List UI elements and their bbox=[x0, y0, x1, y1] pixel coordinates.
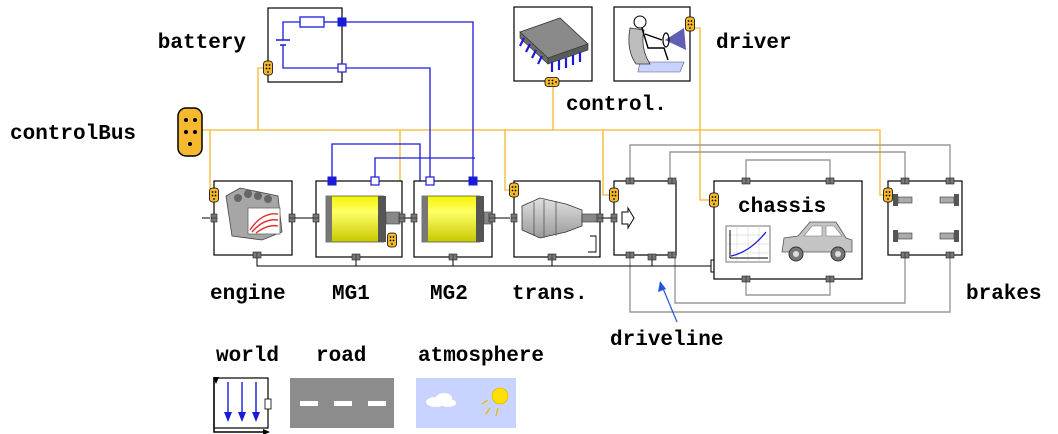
control-bus-connector-icon[interactable] bbox=[177, 107, 203, 157]
control-bus-label: controlBus bbox=[10, 123, 136, 146]
driver-block[interactable] bbox=[613, 6, 695, 82]
transmission-icon bbox=[521, 197, 599, 253]
transmission-block[interactable] bbox=[509, 180, 604, 261]
world-label: world bbox=[216, 345, 279, 368]
mg2-label: MG2 bbox=[430, 283, 468, 306]
battery-label: battery bbox=[158, 32, 247, 55]
mg2-block[interactable] bbox=[410, 176, 496, 261]
mg1-block[interactable] bbox=[312, 176, 406, 261]
world-block[interactable] bbox=[213, 377, 272, 434]
driver-label: driver bbox=[716, 32, 792, 55]
motor-generator-icon bbox=[421, 195, 493, 243]
motor-generator-icon bbox=[325, 195, 401, 243]
road-icon bbox=[290, 378, 394, 428]
atmosphere-block[interactable] bbox=[416, 378, 516, 428]
engine-icon bbox=[225, 187, 283, 241]
driveline-icon bbox=[621, 206, 635, 230]
controller-label: control. bbox=[566, 94, 667, 117]
chassis-icon bbox=[725, 225, 771, 263]
electric-lines bbox=[331, 21, 475, 182]
engine-block[interactable] bbox=[209, 180, 296, 259]
controller-chip-icon bbox=[519, 17, 589, 72]
mechanical-lines bbox=[629, 144, 951, 313]
atmosphere-label: atmosphere bbox=[418, 345, 544, 368]
brakes-label: brakes bbox=[966, 283, 1042, 306]
brakes-block[interactable] bbox=[883, 177, 963, 259]
chassis-label: chassis bbox=[738, 196, 826, 219]
battery-block[interactable] bbox=[263, 7, 347, 83]
world-frame-icon bbox=[213, 377, 272, 434]
road-block[interactable] bbox=[290, 378, 394, 428]
atmosphere-icon bbox=[416, 378, 516, 428]
driver-seat-icon bbox=[628, 15, 686, 73]
driveline-pointer-arrow bbox=[658, 281, 678, 323]
car-icon bbox=[781, 221, 853, 262]
engine-label: engine bbox=[210, 283, 286, 306]
controller-block[interactable] bbox=[513, 6, 593, 87]
battery-icon bbox=[276, 16, 340, 69]
mg1-label: MG1 bbox=[332, 283, 370, 306]
transmission-label: trans. bbox=[512, 283, 588, 306]
brakes-icon bbox=[893, 194, 959, 242]
driveline-label: driveline bbox=[610, 329, 723, 352]
driveline-block[interactable] bbox=[609, 177, 720, 273]
road-label: road bbox=[316, 345, 366, 368]
chassis-block[interactable]: chassis bbox=[709, 177, 863, 283]
